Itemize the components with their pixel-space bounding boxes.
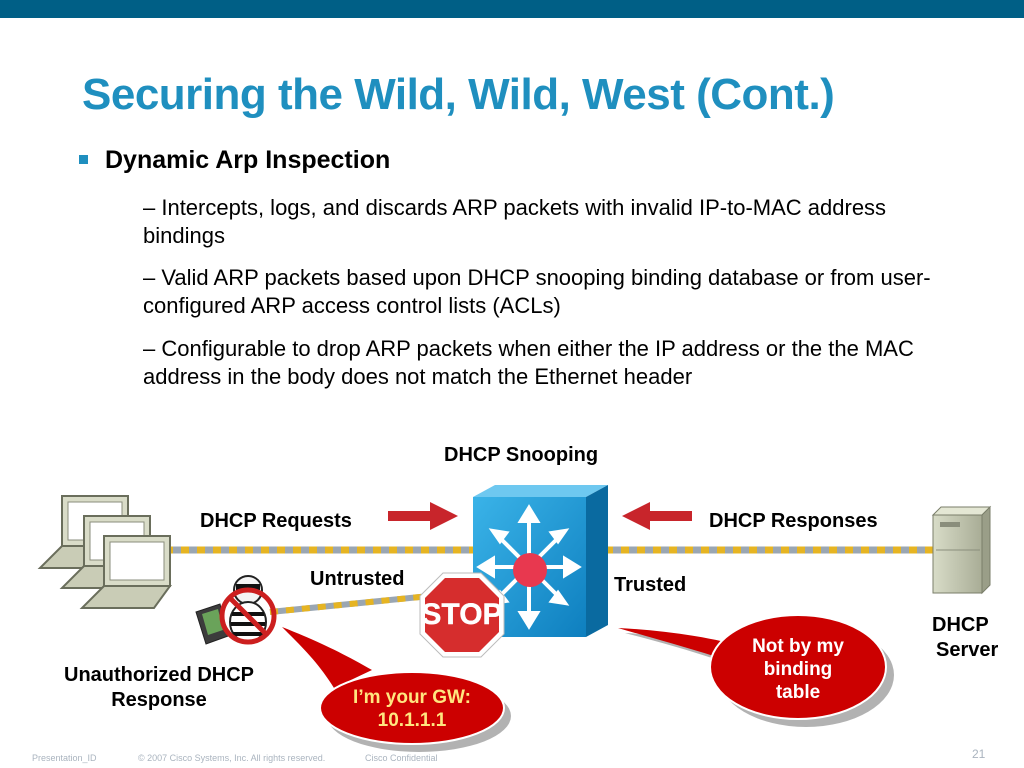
callout-right-line3: table [775,682,821,703]
untrusted-label: Untrusted [310,568,405,590]
footer-presentation-id: Presentation_ID [32,753,97,763]
sub-bullet-3: – Configurable to drop ARP packets when … [143,336,914,389]
arrow-left-icon [622,502,692,530]
callout-left-line2: 10.1.1.1 [377,710,447,731]
rogue-label-line1: Unauthorized DHCP [64,664,254,686]
sub-bullet-1: – Intercepts, logs, and discards ARP pac… [143,195,887,248]
page-number: 21 [972,747,986,761]
dhcp-requests-label: DHCP Requests [200,510,352,532]
dhcp-snooping-label: DHCP Snooping [444,444,599,466]
stop-sign-text: STOP [421,598,502,631]
sub-bullet-2: – Valid ARP packets based upon DHCP snoo… [143,265,931,318]
callout-right-line1: Not by my [752,636,844,657]
bullet-heading: Dynamic Arp Inspection [105,146,391,174]
stop-sign-icon: STOP [419,572,505,658]
rogue-label-line2: Response [111,689,207,711]
bullet-marker [79,155,88,164]
callout-left-text: I’m your GW: 10.1.1.1 [330,686,494,732]
server-label-line2: Server [936,639,999,661]
callout-right-text: Not by my binding table [722,635,874,704]
callout-right-line2: binding [763,659,833,680]
hacker-icon [195,575,277,645]
trusted-label: Trusted [614,574,687,596]
arrow-right-icon [388,502,458,530]
callout-right [618,614,894,727]
server-icon [931,505,992,595]
callout-left [282,627,511,752]
dhcp-responses-label: DHCP Responses [709,510,878,532]
top-banner [0,0,1024,18]
slide-title: Securing the Wild, Wild, West (Cont.) [82,70,835,119]
callout-left-line1: I’m your GW: [353,687,471,708]
footer-confidential: Cisco Confidential [365,753,438,763]
footer-copyright: © 2007 Cisco Systems, Inc. All rights re… [138,753,326,763]
laptop-icon [37,495,172,609]
server-label-line1: DHCP [932,614,989,636]
